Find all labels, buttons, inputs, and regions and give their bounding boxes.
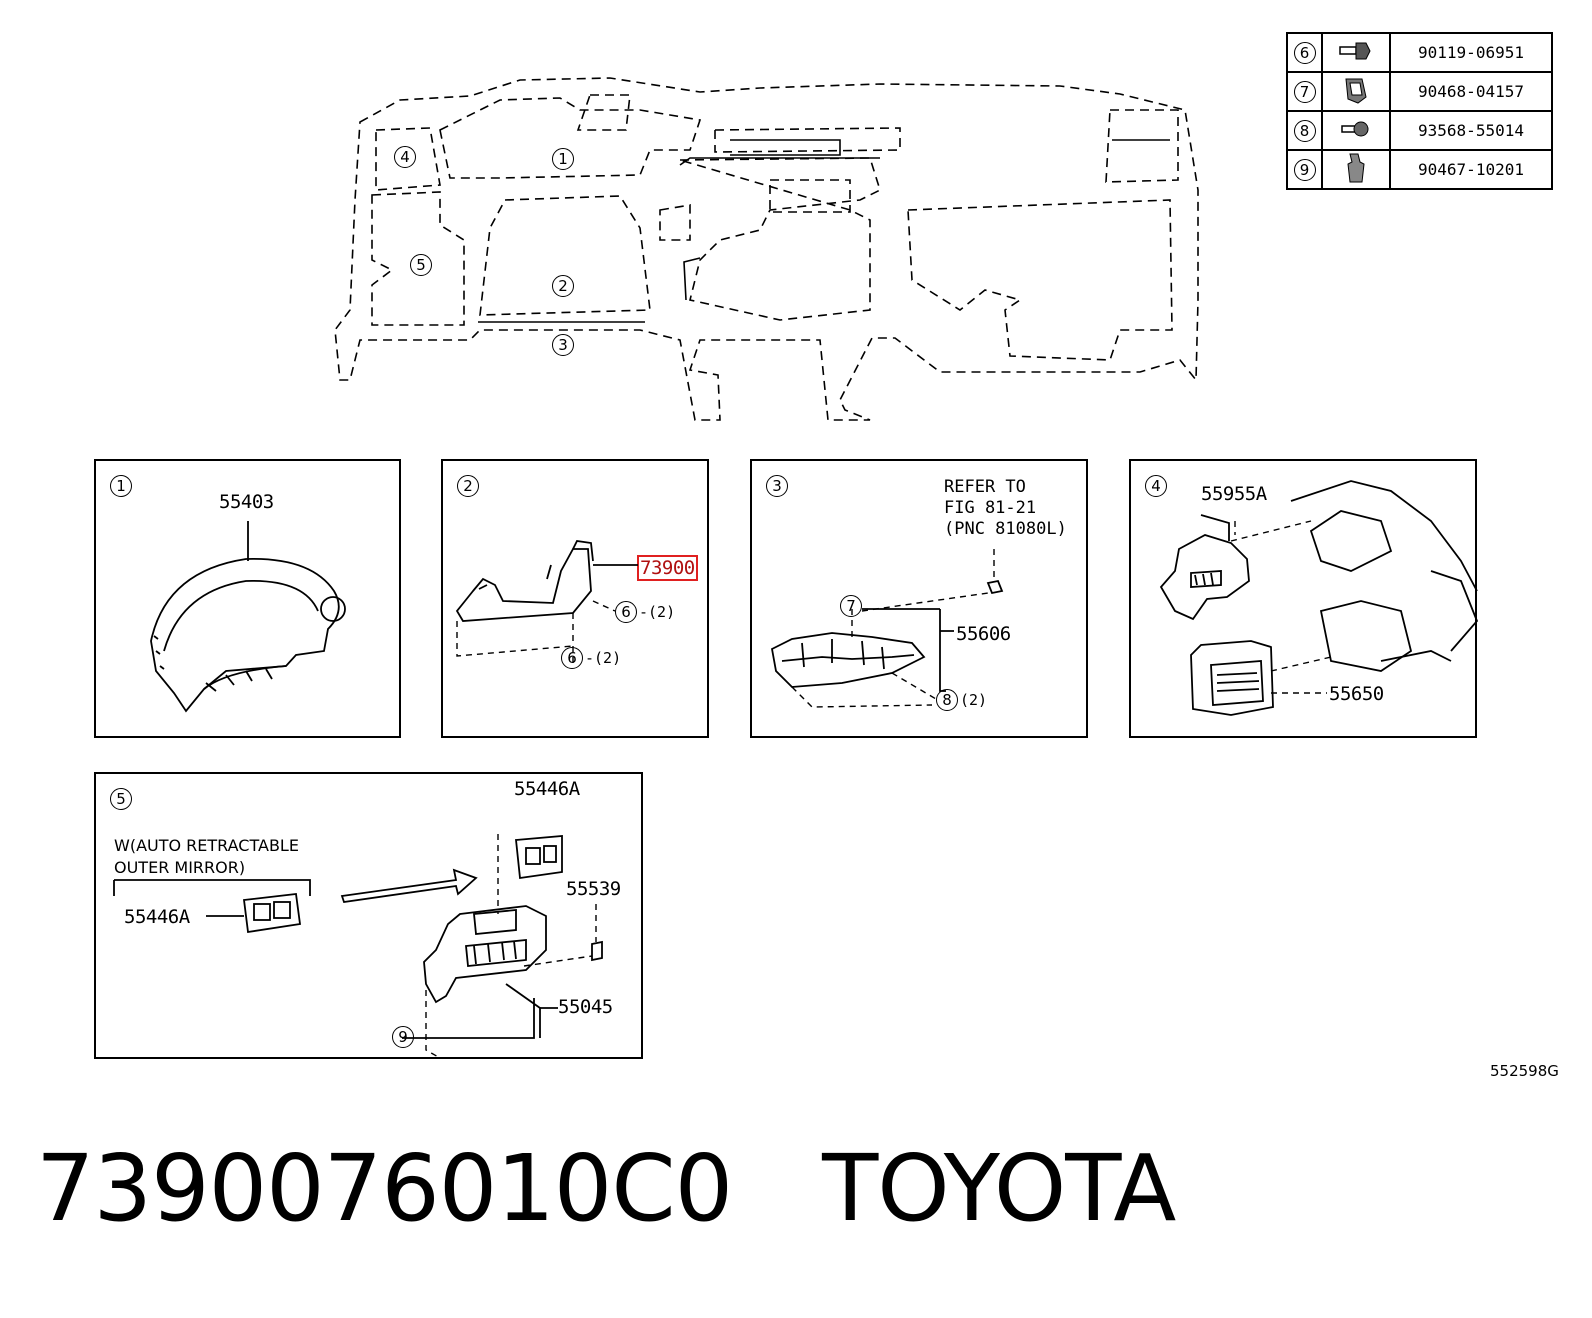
- ref-callout: 8: [1293, 119, 1316, 142]
- part-label: 55045: [558, 996, 613, 1018]
- panel-callout: 1: [110, 475, 132, 497]
- part-label: 55403: [219, 491, 274, 513]
- fastener-qty: -(2): [585, 649, 622, 667]
- dashboard-overview-drawing: [334, 77, 1199, 421]
- part-label: 55446A: [514, 778, 580, 800]
- ref-callout: 9: [1293, 158, 1316, 181]
- parts-table-row: 9 90467-10201: [1286, 149, 1553, 190]
- part-label: 55446A: [124, 906, 190, 928]
- screw-qty: (2): [960, 691, 988, 709]
- part-number: 90119-06951: [1389, 32, 1553, 73]
- overview-callout: 4: [394, 146, 416, 168]
- screw-callout: 8: [936, 689, 958, 711]
- fastener-callout: 6: [615, 601, 637, 623]
- upper-panel-drawing: [150, 521, 346, 713]
- panel-5: 5 W(AUTO RETRACTABLE OUTER MIRROR) 55446…: [94, 772, 643, 1059]
- clip-callout: 9: [392, 1026, 414, 1048]
- part-number: 93568-55014: [1389, 110, 1553, 151]
- fastener-callout: 6: [561, 647, 583, 669]
- clip-icon: [1321, 149, 1391, 190]
- parts-table-row: 8 93568-55014: [1286, 110, 1553, 151]
- lower-bracket-drawing: [770, 549, 1004, 708]
- ref-callout: 6: [1293, 41, 1316, 64]
- refer-note-line: (PNC 81080L): [944, 519, 1067, 539]
- part-label: 55539: [566, 878, 621, 900]
- fastener-qty: -(2): [639, 603, 676, 621]
- highlighted-part-label[interactable]: 73900: [637, 555, 698, 581]
- lower-side-panel-drawing: [113, 834, 603, 1059]
- page-title: 7390076010C0 TOYOTA: [36, 1135, 1176, 1242]
- title-part-number: 7390076010C0: [36, 1135, 733, 1242]
- parts-table: 6 90119-06951 7 90468-04157 8 93568-5501…: [1286, 32, 1553, 190]
- overview-callout: 3: [552, 334, 574, 356]
- panel-1: 1 55403: [94, 459, 401, 738]
- panel-callout: 2: [457, 475, 479, 497]
- panel-4: 4 55955A 55650: [1129, 459, 1479, 738]
- title-brand: TOYOTA: [822, 1135, 1176, 1242]
- screw-icon: [1321, 110, 1391, 151]
- part-label: 55606: [956, 623, 1011, 645]
- part-number: 90468-04157: [1389, 71, 1553, 112]
- panel-callout: 4: [1145, 475, 1167, 497]
- parts-table-row: 7 90468-04157: [1286, 71, 1553, 112]
- bolt-icon: [1321, 32, 1391, 73]
- clip-icon: [1321, 71, 1391, 112]
- refer-note-line: REFER TO: [944, 477, 1026, 497]
- overview-callout: 1: [552, 148, 574, 170]
- part-label: 55650: [1329, 683, 1384, 705]
- refer-note-line: FIG 81-21: [944, 498, 1037, 518]
- figure-code: 552598G: [1490, 1062, 1559, 1080]
- panel-3: 3 REFER TO FIG 81-21 (PNC 81080L) 7 5560…: [750, 459, 1088, 738]
- parts-table-row: 6 90119-06951: [1286, 32, 1553, 73]
- overview-callout: 2: [552, 275, 574, 297]
- side-vent-drawing: [1159, 480, 1479, 716]
- panel-callout: 3: [766, 475, 788, 497]
- lower-cover-drawing: [455, 540, 638, 666]
- part-label: 55955A: [1201, 483, 1267, 505]
- panel-2: 2 73900 6 -(2) 6 -(2): [441, 459, 709, 738]
- option-note-line: W(AUTO RETRACTABLE: [114, 836, 299, 855]
- option-note-line: OUTER MIRROR): [114, 858, 246, 877]
- ref-callout: 7: [1293, 80, 1316, 103]
- clip-callout: 7: [840, 595, 862, 617]
- panel-callout: 5: [110, 788, 132, 810]
- part-number: 90467-10201: [1389, 149, 1553, 190]
- overview-callout: 5: [410, 254, 432, 276]
